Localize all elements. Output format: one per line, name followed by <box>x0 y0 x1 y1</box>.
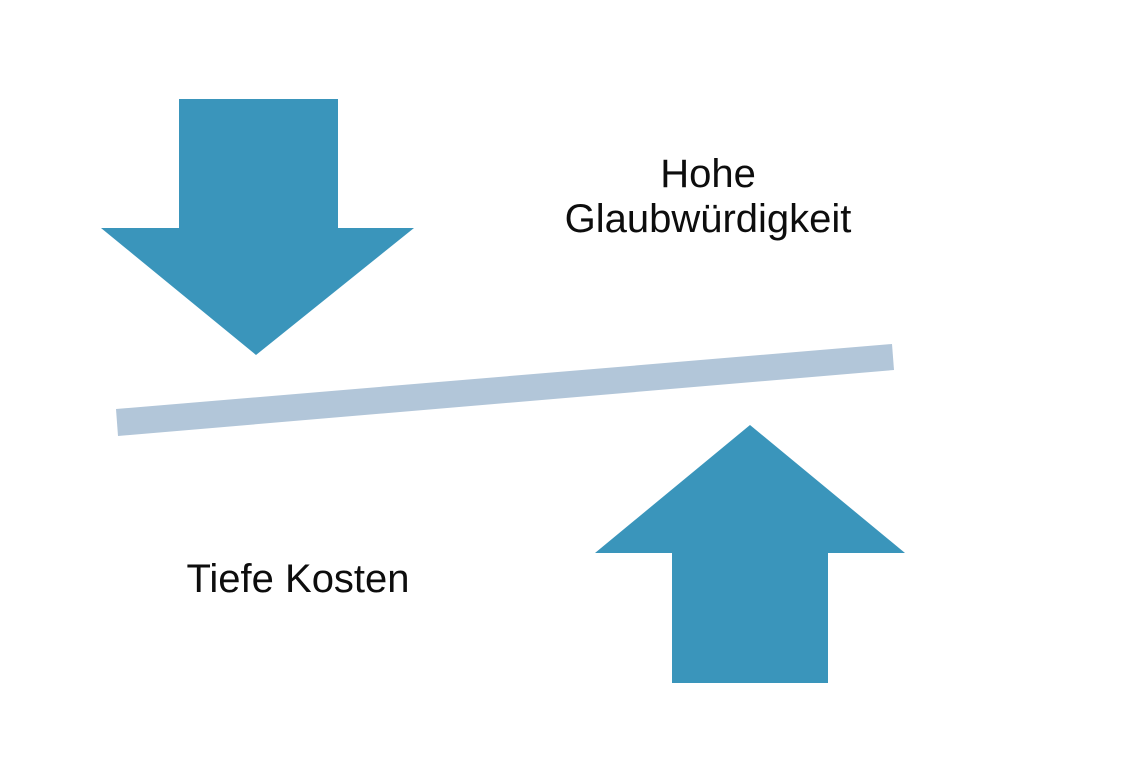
down-arrow-icon <box>101 99 414 355</box>
label-high-credibility: Hohe Glaubwürdigkeit <box>564 152 852 241</box>
balance-beam-bar <box>116 344 894 436</box>
label-low-costs: Tiefe Kosten <box>186 557 410 601</box>
up-arrow-icon <box>595 425 905 683</box>
